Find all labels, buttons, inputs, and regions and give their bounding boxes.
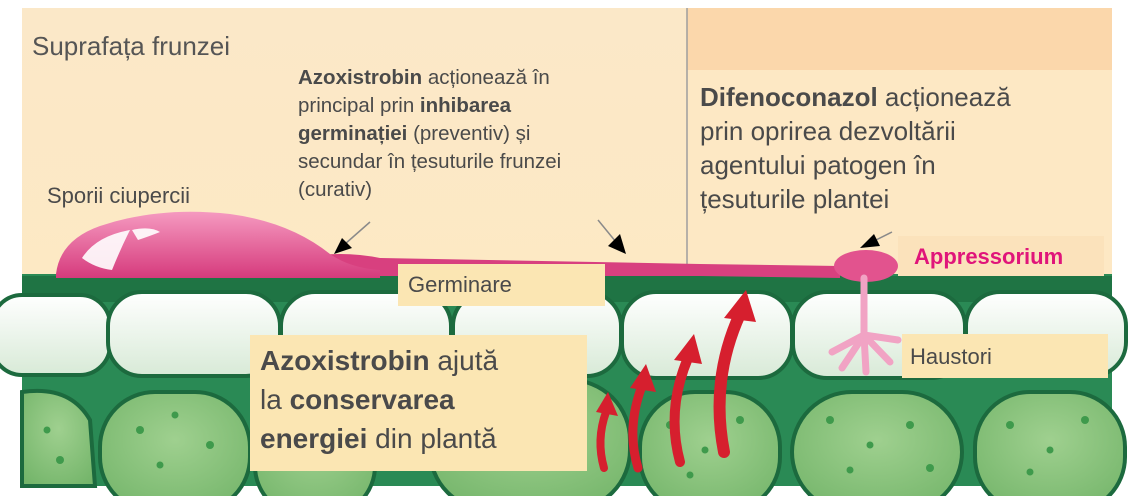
chloroplast [156,461,164,469]
difenoconazole-name: Difenoconazol [700,82,878,112]
chloroplast [906,421,914,429]
azoxystrobin-energy-box: Azoxistrobin ajută la conservarea energi… [250,335,587,471]
chloroplast [56,456,64,464]
pointer-arrow-head [860,234,880,248]
chloroplast [206,441,214,449]
chloroplast [1026,468,1034,476]
pointer-arrow-head [608,234,626,254]
haustoria-shape [828,274,902,376]
energy-arrow-head [724,290,756,322]
haustorium-branch [860,331,902,344]
pointer-arrows [334,219,893,254]
spore-highlight [82,230,130,270]
pointer-arrow-line [597,219,617,243]
haustorium-branch [860,331,894,366]
pointer-arrow-line [344,221,371,245]
energy-arrow [596,408,610,472]
epidermal-cell [0,293,112,377]
chloroplast [1046,446,1054,454]
appressorium-shape [834,250,898,282]
mesophyll-cell [20,388,98,488]
mesophyll-cell [790,390,964,496]
chloroplast [926,464,934,472]
chloroplast [171,411,179,419]
chloroplasts [43,411,1089,479]
spore-highlight [132,228,160,240]
mesophyll-cell [638,390,782,496]
energy-arrow [669,353,693,467]
chloroplast [866,441,874,449]
epidermal-cell [620,290,794,380]
chloroplast [43,426,51,434]
azoxystrobin-germination-text: Azoxistrobin acționează în principal pri… [298,66,562,201]
azoxystrobin-name: Azoxistrobin [260,345,430,376]
chloroplast [1081,416,1089,424]
haustorium-branch [860,331,870,376]
chloroplast [136,426,144,434]
difenoconazole-text: Difenoconazol acționează prin oprirea de… [700,82,1011,214]
haustorium-branch [838,331,868,372]
pointer-arrow-head [334,238,352,254]
energy-arrow-head [596,392,618,416]
energy-arrow [628,381,647,473]
energy-arrow-heads [596,290,756,416]
appressorium-label: Appressorium [898,236,1104,276]
spore-body [56,211,380,278]
mesophyll-cell [973,390,1127,496]
energy-arrow-head [630,364,656,392]
energy-arrow-head [674,334,702,364]
chloroplast [701,446,709,454]
energy-arrows [596,308,746,473]
leaf-surface-label: Suprafața frunzei [32,31,231,61]
chloroplast [736,416,744,424]
mesophyll-cell [98,390,252,496]
energy-arrow [713,308,746,458]
chloroplast [826,416,834,424]
fungal-spores-label: Sporii ciupercii [47,183,191,208]
azoxystrobin-name: Azoxistrobin [298,66,423,89]
germination-label: Germinare [398,264,605,306]
background-band-right [687,8,1112,70]
chloroplast [1006,421,1014,429]
haustoria-label: Haustori [902,334,1108,378]
chloroplast [846,466,854,474]
chloroplast [686,471,694,479]
